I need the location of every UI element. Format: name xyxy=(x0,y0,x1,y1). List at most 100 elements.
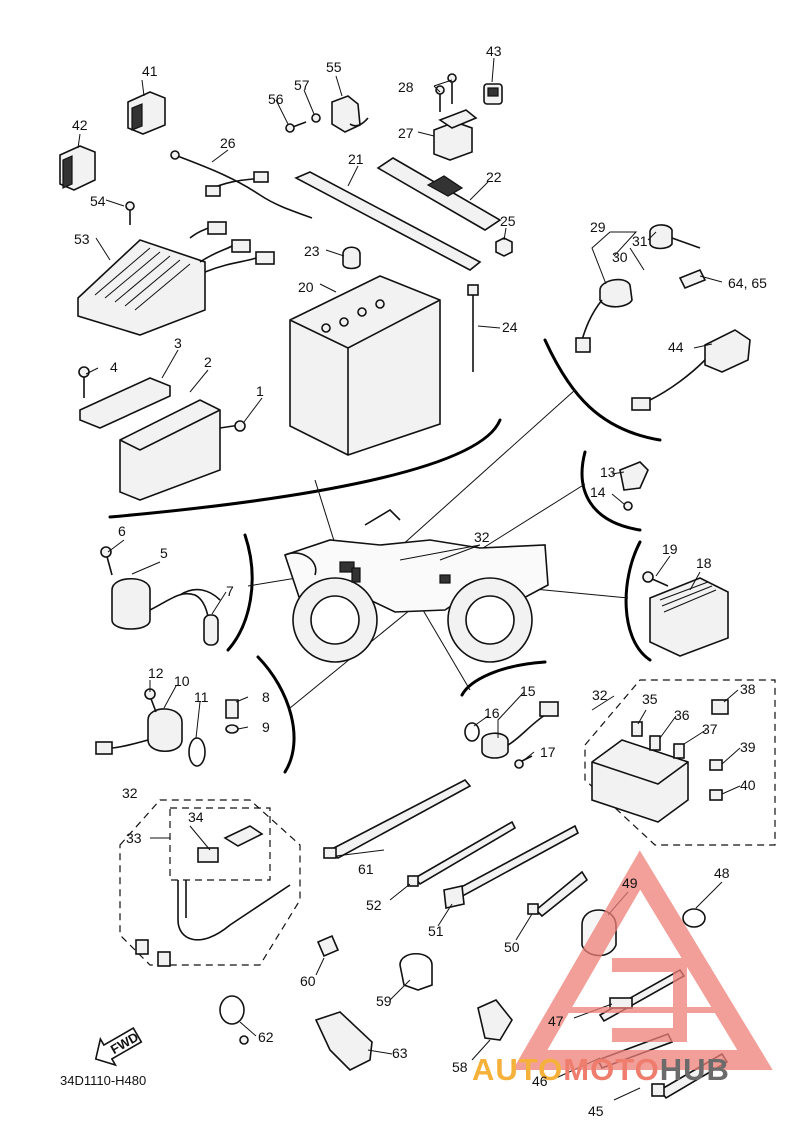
callout-60: 60 xyxy=(300,973,316,989)
sensor-bottom-separator xyxy=(460,660,547,697)
battery-section-separator xyxy=(108,418,502,519)
callout-32-fuse-box: 32 xyxy=(592,687,608,703)
callout-57: 57 xyxy=(294,77,310,93)
callout-39: 39 xyxy=(740,739,756,755)
clamp-60 xyxy=(316,934,340,958)
callout-37: 37 xyxy=(702,721,718,737)
fuse-37 xyxy=(673,743,685,759)
fuse-38 xyxy=(711,699,729,715)
coil-location-marker xyxy=(351,567,361,583)
handlebar xyxy=(364,508,401,526)
callout-47: 47 xyxy=(548,1013,564,1029)
cap-7 xyxy=(179,588,221,601)
sensor-55 xyxy=(331,95,369,133)
callout-1: 1 xyxy=(256,383,264,399)
callout-26: 26 xyxy=(220,135,236,151)
callout-21: 21 xyxy=(348,151,364,167)
watermark-word-moto: MOTO xyxy=(563,1052,659,1087)
callout-56: 56 xyxy=(268,91,284,107)
clip-62 xyxy=(219,995,249,1045)
ignition-coil-5 xyxy=(111,578,219,646)
screw-54 xyxy=(125,201,135,225)
callout-33: 33 xyxy=(126,830,142,846)
bolt-19 xyxy=(642,571,669,587)
key-31 xyxy=(649,224,701,250)
damper-23 xyxy=(342,246,361,270)
callout-41: 41 xyxy=(142,63,158,79)
sensor-section-separator xyxy=(580,450,642,532)
callout-11: 11 xyxy=(194,689,209,705)
switch-section-separator xyxy=(543,338,662,442)
callout-leaders xyxy=(77,57,741,1101)
callout-17: 17 xyxy=(540,744,556,760)
nut-25 xyxy=(495,237,513,257)
wire-harness-26 xyxy=(170,150,313,219)
callout-15: 15 xyxy=(520,683,536,699)
callout-31: 31 xyxy=(632,233,648,249)
callout-52: 52 xyxy=(366,897,382,913)
callout-9: 9 xyxy=(262,719,270,735)
speed-sensor-10 xyxy=(95,708,183,755)
callout-25: 25 xyxy=(500,213,516,229)
sensor-8 xyxy=(225,699,239,719)
light-switch-44 xyxy=(631,329,751,411)
callout-2: 2 xyxy=(204,354,212,370)
sensor-left-separator xyxy=(256,655,296,774)
rectifier-18 xyxy=(649,577,729,657)
ecu-53 xyxy=(77,239,206,336)
key-64-65 xyxy=(678,268,707,290)
callout-23: 23 xyxy=(304,243,320,259)
fuse-35 xyxy=(631,721,643,737)
clamp-48 xyxy=(682,908,706,928)
callout-19: 19 xyxy=(662,541,678,557)
watermark-word-auto: AUTO xyxy=(472,1052,563,1087)
callout-53: 53 xyxy=(74,231,90,247)
callout-62: 62 xyxy=(258,1029,274,1045)
callout-3: 3 xyxy=(174,335,182,351)
sub-lead-33-outline xyxy=(169,807,271,881)
bracket-3 xyxy=(79,377,171,429)
battery-cover-22 xyxy=(376,157,502,231)
callout-labels: 1 2 3 4 5 6 7 8 9 10 11 12 13 14 15 16 1… xyxy=(72,43,767,1119)
battery-band-21 xyxy=(294,171,482,271)
starter-relay-27 xyxy=(433,109,478,161)
forward-direction-arrow: FWD xyxy=(94,1026,143,1067)
sub-lead-33 xyxy=(135,880,291,967)
callout-45: 45 xyxy=(588,1103,604,1119)
callout-49: 49 xyxy=(622,875,638,891)
battery-20 xyxy=(289,275,441,456)
callout-58: 58 xyxy=(452,1059,468,1075)
cable-tie-50 xyxy=(527,870,589,918)
callout-32-sub-lead: 32 xyxy=(122,785,138,801)
callout-14: 14 xyxy=(590,484,606,500)
clamp-63 xyxy=(314,1011,373,1071)
callout-24: 24 xyxy=(502,319,518,335)
bolt-17 xyxy=(514,755,533,769)
callout-63: 63 xyxy=(392,1045,408,1061)
callout-35: 35 xyxy=(642,691,658,707)
fuse-location-marker xyxy=(439,574,451,584)
watermark-word-hub: HUB xyxy=(660,1052,730,1087)
callout-54: 54 xyxy=(90,193,106,209)
callout-43: 43 xyxy=(486,43,502,59)
fuse-39 xyxy=(709,759,723,771)
sensor-13 xyxy=(619,461,649,491)
connector-34 xyxy=(197,825,264,863)
callout-7: 7 xyxy=(226,583,234,599)
watermark-text: AUTOMOTOHUB xyxy=(472,1052,730,1087)
cable-tie-51 xyxy=(443,824,580,909)
callout-61: 61 xyxy=(358,861,374,877)
washer-57 xyxy=(311,113,321,123)
callout-18: 18 xyxy=(696,555,712,571)
callout-36: 36 xyxy=(674,707,690,723)
main-switch-29 xyxy=(575,278,633,353)
callout-6: 6 xyxy=(118,523,126,539)
neutral-switch-15 xyxy=(481,701,559,759)
ecu-2 xyxy=(119,399,221,501)
callout-29: 29 xyxy=(590,219,606,235)
fuse-36 xyxy=(649,735,661,751)
rectifier-section-separator xyxy=(624,540,652,662)
callout-64-65: 64, 65 xyxy=(728,275,767,291)
callout-13: 13 xyxy=(600,464,616,480)
